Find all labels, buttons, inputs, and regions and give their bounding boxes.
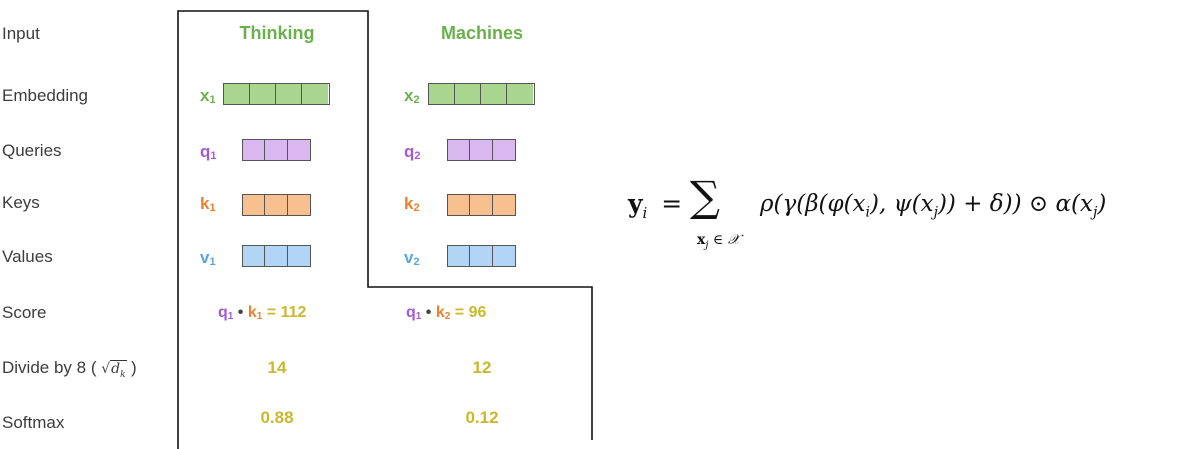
divided-score-2: 12 xyxy=(472,358,492,377)
row-label-keys: Keys xyxy=(2,193,40,212)
v1-value-vector xyxy=(242,245,311,267)
x1-label: x1 xyxy=(200,86,216,106)
v2-label: v2 xyxy=(404,248,420,268)
k1-key-vector xyxy=(242,194,311,216)
x2-embedding-vector xyxy=(428,83,535,105)
formula-body: ρ(γ(β(φ(xi), ψ(xj)) + δ)) ⊙ α(xj) xyxy=(760,191,1107,221)
x2-label: x2 xyxy=(404,86,420,106)
score-1: q1 • k1 = 112 xyxy=(218,304,307,322)
formula-eq: = xyxy=(661,189,683,218)
divide-text: Divide by 8 ( xyxy=(2,358,97,377)
attention-formula: yi = xyxy=(628,189,683,222)
q1-query-vector xyxy=(242,139,311,161)
v2-value-vector xyxy=(447,245,516,267)
v1-label: v1 xyxy=(200,248,216,268)
q2-query-vector xyxy=(447,139,516,161)
q2-label: q2 xyxy=(404,142,421,162)
row-label-softmax: Softmax xyxy=(2,413,65,432)
row-label-input: Input xyxy=(2,24,40,43)
row-label-embedding: Embedding xyxy=(2,86,89,105)
formula-sum-symbol: ∑ xyxy=(690,172,720,221)
softmax-2: 0.12 xyxy=(465,408,499,427)
divide-close: ) xyxy=(131,358,137,377)
word-thinking: Thinking xyxy=(239,23,315,43)
formula-lhs: y xyxy=(628,189,643,218)
k1-label: k1 xyxy=(200,194,216,214)
word-machines: Machines xyxy=(440,23,524,43)
k2-key-vector xyxy=(447,194,516,216)
q1-label: q1 xyxy=(200,142,217,162)
divided-score-1: 14 xyxy=(267,358,287,377)
k2-label: k2 xyxy=(404,194,420,214)
x1-embedding-vector xyxy=(223,83,330,105)
sqrt-dk: √dk xyxy=(101,360,127,380)
softmax-1: 0.88 xyxy=(260,408,294,427)
score-2: q1 • k2 = 96 xyxy=(406,304,487,322)
row-label-queries: Queries xyxy=(2,141,62,160)
row-label-divide: Divide by 8 ( √dk ) xyxy=(2,358,137,385)
formula-sum-subscript: xj ∈ 𝒳 xyxy=(697,232,740,251)
row-label-values: Values xyxy=(2,247,53,266)
row-label-score: Score xyxy=(2,303,47,322)
